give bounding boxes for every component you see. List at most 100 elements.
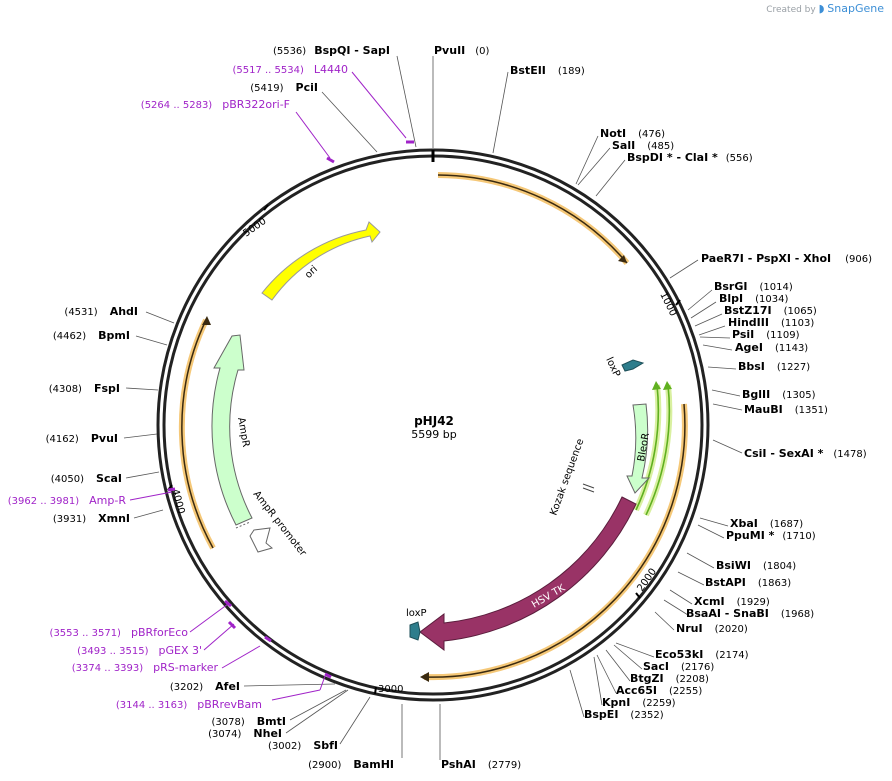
enzyme-label-ppumi[interactable]: PpuMI *(1710) [726, 529, 816, 542]
enzyme-label-bsteii[interactable]: BstEII(189) [510, 64, 585, 77]
enzyme-label-csii-sexai[interactable]: CsiI - SexAI *(1478) [744, 447, 867, 460]
enzyme-label-hindiii[interactable]: HindIII(1103) [728, 316, 814, 329]
kozak-mark-1 [582, 483, 595, 489]
enzyme-label-sali[interactable]: SalI(485) [612, 139, 674, 152]
enzyme-label-bspdi-clai[interactable]: BspDI * - ClaI *(556) [627, 151, 753, 164]
snapgene-logo-icon: ◗ [818, 2, 825, 15]
enzyme-label-eco53ki[interactable]: Eco53kI(2174) [655, 648, 749, 661]
enzyme-leader-lines-left [123, 55, 417, 758]
loxp-feature-1[interactable] [621, 359, 645, 372]
orf-arcs [178, 172, 688, 682]
primer-label-pgex3[interactable]: (3493 .. 3515)pGEX 3' [77, 644, 202, 657]
primer-labels: (5517 .. 5534)L4440 (5264 .. 5283)pBR322… [8, 63, 348, 711]
brand-app-name: SnapGene [827, 2, 884, 15]
green-orf-1 [635, 384, 660, 511]
enzyme-label-bstapi[interactable]: BstAPI(1863) [705, 576, 791, 589]
plasmid-length: 5599 bp [411, 428, 456, 441]
enzyme-labels-left: (5536)BspQI - SapI (5419)PciI (4531)AhdI… [46, 44, 394, 771]
enzyme-label-scai[interactable]: (4050)ScaI [51, 472, 122, 485]
primer-leader-lines [129, 71, 414, 701]
enzyme-label-bsaai-snabi[interactable]: BsaAI - SnaBI(1968) [686, 607, 814, 620]
primer-label-l4440[interactable]: (5517 .. 5534)L4440 [232, 63, 348, 76]
ampr-promoter-feature[interactable] [249, 527, 274, 553]
loxp-feature-2[interactable] [409, 621, 421, 641]
orf-arc-left-arrow-icon [202, 316, 211, 325]
enzyme-label-nhei[interactable]: (3074)NheI [208, 727, 282, 740]
enzyme-label-bspqi-sapi[interactable]: (5536)BspQI - SapI [273, 44, 390, 57]
loxp-label-1: loxP [603, 356, 622, 379]
green-orf-2 [645, 384, 671, 516]
enzyme-label-ahdi[interactable]: (4531)AhdI [64, 305, 138, 318]
orf-arc-left [181, 319, 214, 549]
enzyme-label-btgzi[interactable]: BtgZI(2208) [630, 672, 709, 685]
orf-arc-top-right-glow [437, 172, 630, 265]
primer-label-pbrforeco[interactable]: (3553 .. 3571)pBRforEco [50, 626, 189, 639]
enzyme-label-bstz17i[interactable]: BstZ17I(1065) [724, 304, 817, 317]
tick-label-3000: 3000 [378, 684, 403, 695]
green-orf-1-arrow-icon [652, 381, 661, 390]
orf-arc-right-arrow-icon [420, 672, 429, 682]
enzyme-label-agei[interactable]: AgeI(1143) [735, 341, 808, 354]
enzyme-label-bsiwi[interactable]: BsiWI(1804) [716, 559, 796, 572]
enzyme-label-sbfi[interactable]: (3002)SbfI [268, 739, 338, 752]
enzyme-label-kpni[interactable]: KpnI(2259) [602, 696, 676, 709]
brand-created-by: Created by [766, 5, 816, 15]
enzyme-label-bmti[interactable]: (3078)BmtI [212, 715, 286, 728]
ori-feature[interactable] [261, 221, 381, 301]
backbone [156, 148, 710, 702]
kozak-label: Kozak sequence [548, 437, 586, 517]
ampr-feature[interactable] [211, 334, 253, 526]
tick-mark-1000 [675, 299, 681, 306]
enzyme-label-pshai[interactable]: PshAI(2779) [441, 758, 521, 771]
enzyme-label-afei[interactable]: (3202)AfeI [170, 680, 240, 693]
enzyme-label-pcii[interactable]: (5419)PciI [250, 81, 318, 94]
enzyme-label-xmni[interactable]: (3931)XmnI [53, 512, 130, 525]
enzyme-label-noti[interactable]: NotI(476) [600, 127, 665, 140]
bleor-orf-arcs [633, 381, 673, 517]
ampr-divider [235, 521, 251, 529]
orf-arc-top-right-arrow-icon [618, 255, 627, 263]
primer-label-pbr322ori-f[interactable]: (5264 .. 5283)pBR322ori-F [141, 98, 290, 111]
tick-mark-3000 [374, 686, 377, 695]
enzyme-leader-lines-right [432, 56, 743, 760]
enzyme-label-bbsi[interactable]: BbsI(1227) [738, 360, 810, 373]
enzyme-label-fspi[interactable]: (4308)FspI [49, 382, 120, 395]
enzyme-label-bglii[interactable]: BglII(1305) [742, 388, 816, 401]
enzyme-labels-right: PvuII(0) BstEII(189) NotI(476) SalI(485)… [434, 44, 872, 771]
primer-label-amp-r[interactable]: (3962 .. 3981)Amp-R [8, 494, 127, 507]
tick-mark-2000 [635, 592, 641, 599]
primer-label-prs-marker[interactable]: (3374 .. 3393)pRS-marker [72, 661, 219, 674]
tick-mark-5000 [263, 204, 269, 211]
enzyme-label-bsrgi[interactable]: BsrGI(1014) [714, 280, 793, 293]
enzyme-label-bpmi[interactable]: (4462)BpmI [53, 329, 130, 342]
enzyme-label-saci[interactable]: SacI(2176) [643, 660, 714, 673]
enzyme-label-blpi[interactable]: BlpI(1034) [719, 292, 788, 305]
bleor-feature[interactable] [626, 403, 651, 494]
enzyme-label-pvuii[interactable]: PvuII(0) [434, 44, 490, 57]
enzyme-label-bspei[interactable]: BspEI(2352) [584, 708, 664, 721]
orf-arc-top-right [437, 174, 628, 264]
bleor-label: BleoR [636, 432, 652, 462]
snapgene-brand: Created by ◗ SnapGene [766, 2, 884, 15]
enzyme-label-acc65i[interactable]: Acc65I(2255) [616, 684, 702, 697]
green-orf-2-arrow-icon [663, 381, 672, 390]
hsv-tk-feature[interactable] [419, 496, 637, 651]
enzyme-label-bamhi[interactable]: (2900)BamHI [308, 758, 394, 771]
enzyme-label-xcmi[interactable]: XcmI(1929) [694, 595, 770, 608]
tick-label-5000: 5000 [241, 216, 268, 240]
enzyme-label-paer7i-pspxi-xhoi[interactable]: PaeR7I - PspXI - XhoI(906) [701, 252, 872, 265]
enzyme-label-nrui[interactable]: NruI(2020) [676, 622, 748, 635]
plasmid-center-label: pHJ42 5599 bp [411, 414, 456, 441]
kozak-mark-2 [582, 487, 595, 493]
plasmid-name: pHJ42 [414, 414, 454, 428]
primer-label-pbrrevbam[interactable]: (3144 .. 3163)pBRrevBam [116, 698, 262, 711]
enzyme-label-psii[interactable]: PsiI(1109) [732, 328, 800, 341]
enzyme-label-xbai[interactable]: XbaI(1687) [730, 517, 803, 530]
enzyme-label-pvui[interactable]: (4162)PvuI [46, 432, 118, 445]
orf-arc-right [423, 403, 686, 678]
coordinate-ticks: 1000 2000 3000 4000 5000 [167, 204, 681, 695]
ampr-label: AmpR [235, 417, 251, 448]
loxp-label-2: loxP [406, 608, 427, 619]
enzyme-label-maubi[interactable]: MauBI(1351) [744, 403, 828, 416]
